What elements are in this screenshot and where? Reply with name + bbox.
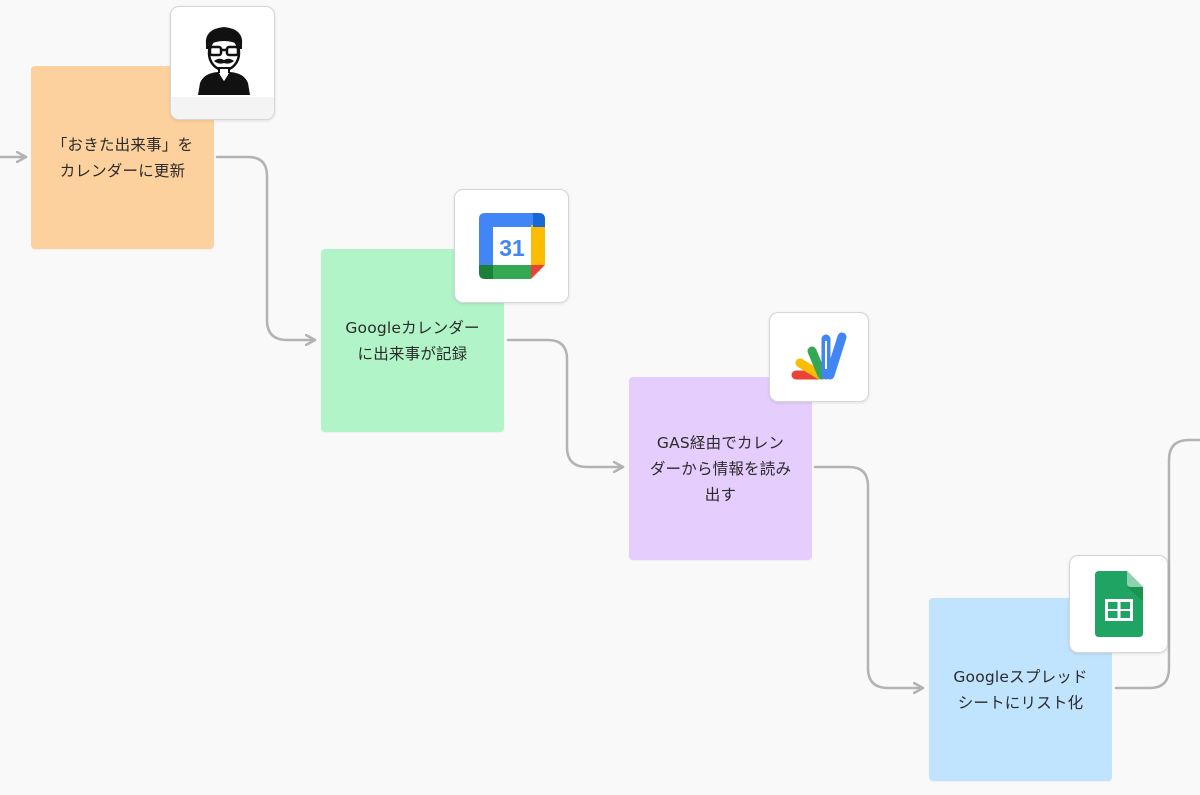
sticky-note-gas-read[interactable]: GAS経由でカレンダーから情報を読み出す: [629, 377, 812, 560]
note-text: Googleカレンダーに出来事が記録: [345, 318, 480, 363]
note-text: 「おきた出来事」をカレンダーに更新: [51, 135, 194, 180]
person-mustache-icon: [198, 27, 250, 95]
note-text: GAS経由でカレンダーから情報を読み出す: [649, 433, 792, 504]
calendar-day-number: 31: [499, 235, 525, 261]
connector-step3-to-step4: [813, 465, 925, 688]
note-text: Googleスプレッドシートにリスト化: [953, 667, 1088, 712]
connector-step2-to-step3: [506, 338, 625, 467]
sticky-note-update-calendar[interactable]: 「おきた出来事」をカレンダーに更新: [31, 66, 214, 249]
google-sheets-icon: [1094, 571, 1143, 637]
google-apps-script-icon-card[interactable]: [769, 312, 869, 402]
person-icon-card[interactable]: [170, 6, 275, 120]
google-calendar-icon-card[interactable]: 31: [454, 189, 569, 303]
google-sheets-icon-card[interactable]: [1069, 555, 1168, 653]
google-apps-script-icon: [791, 332, 847, 380]
connector-step1-to-step2: [215, 155, 317, 340]
google-calendar-icon: 31: [478, 213, 545, 279]
